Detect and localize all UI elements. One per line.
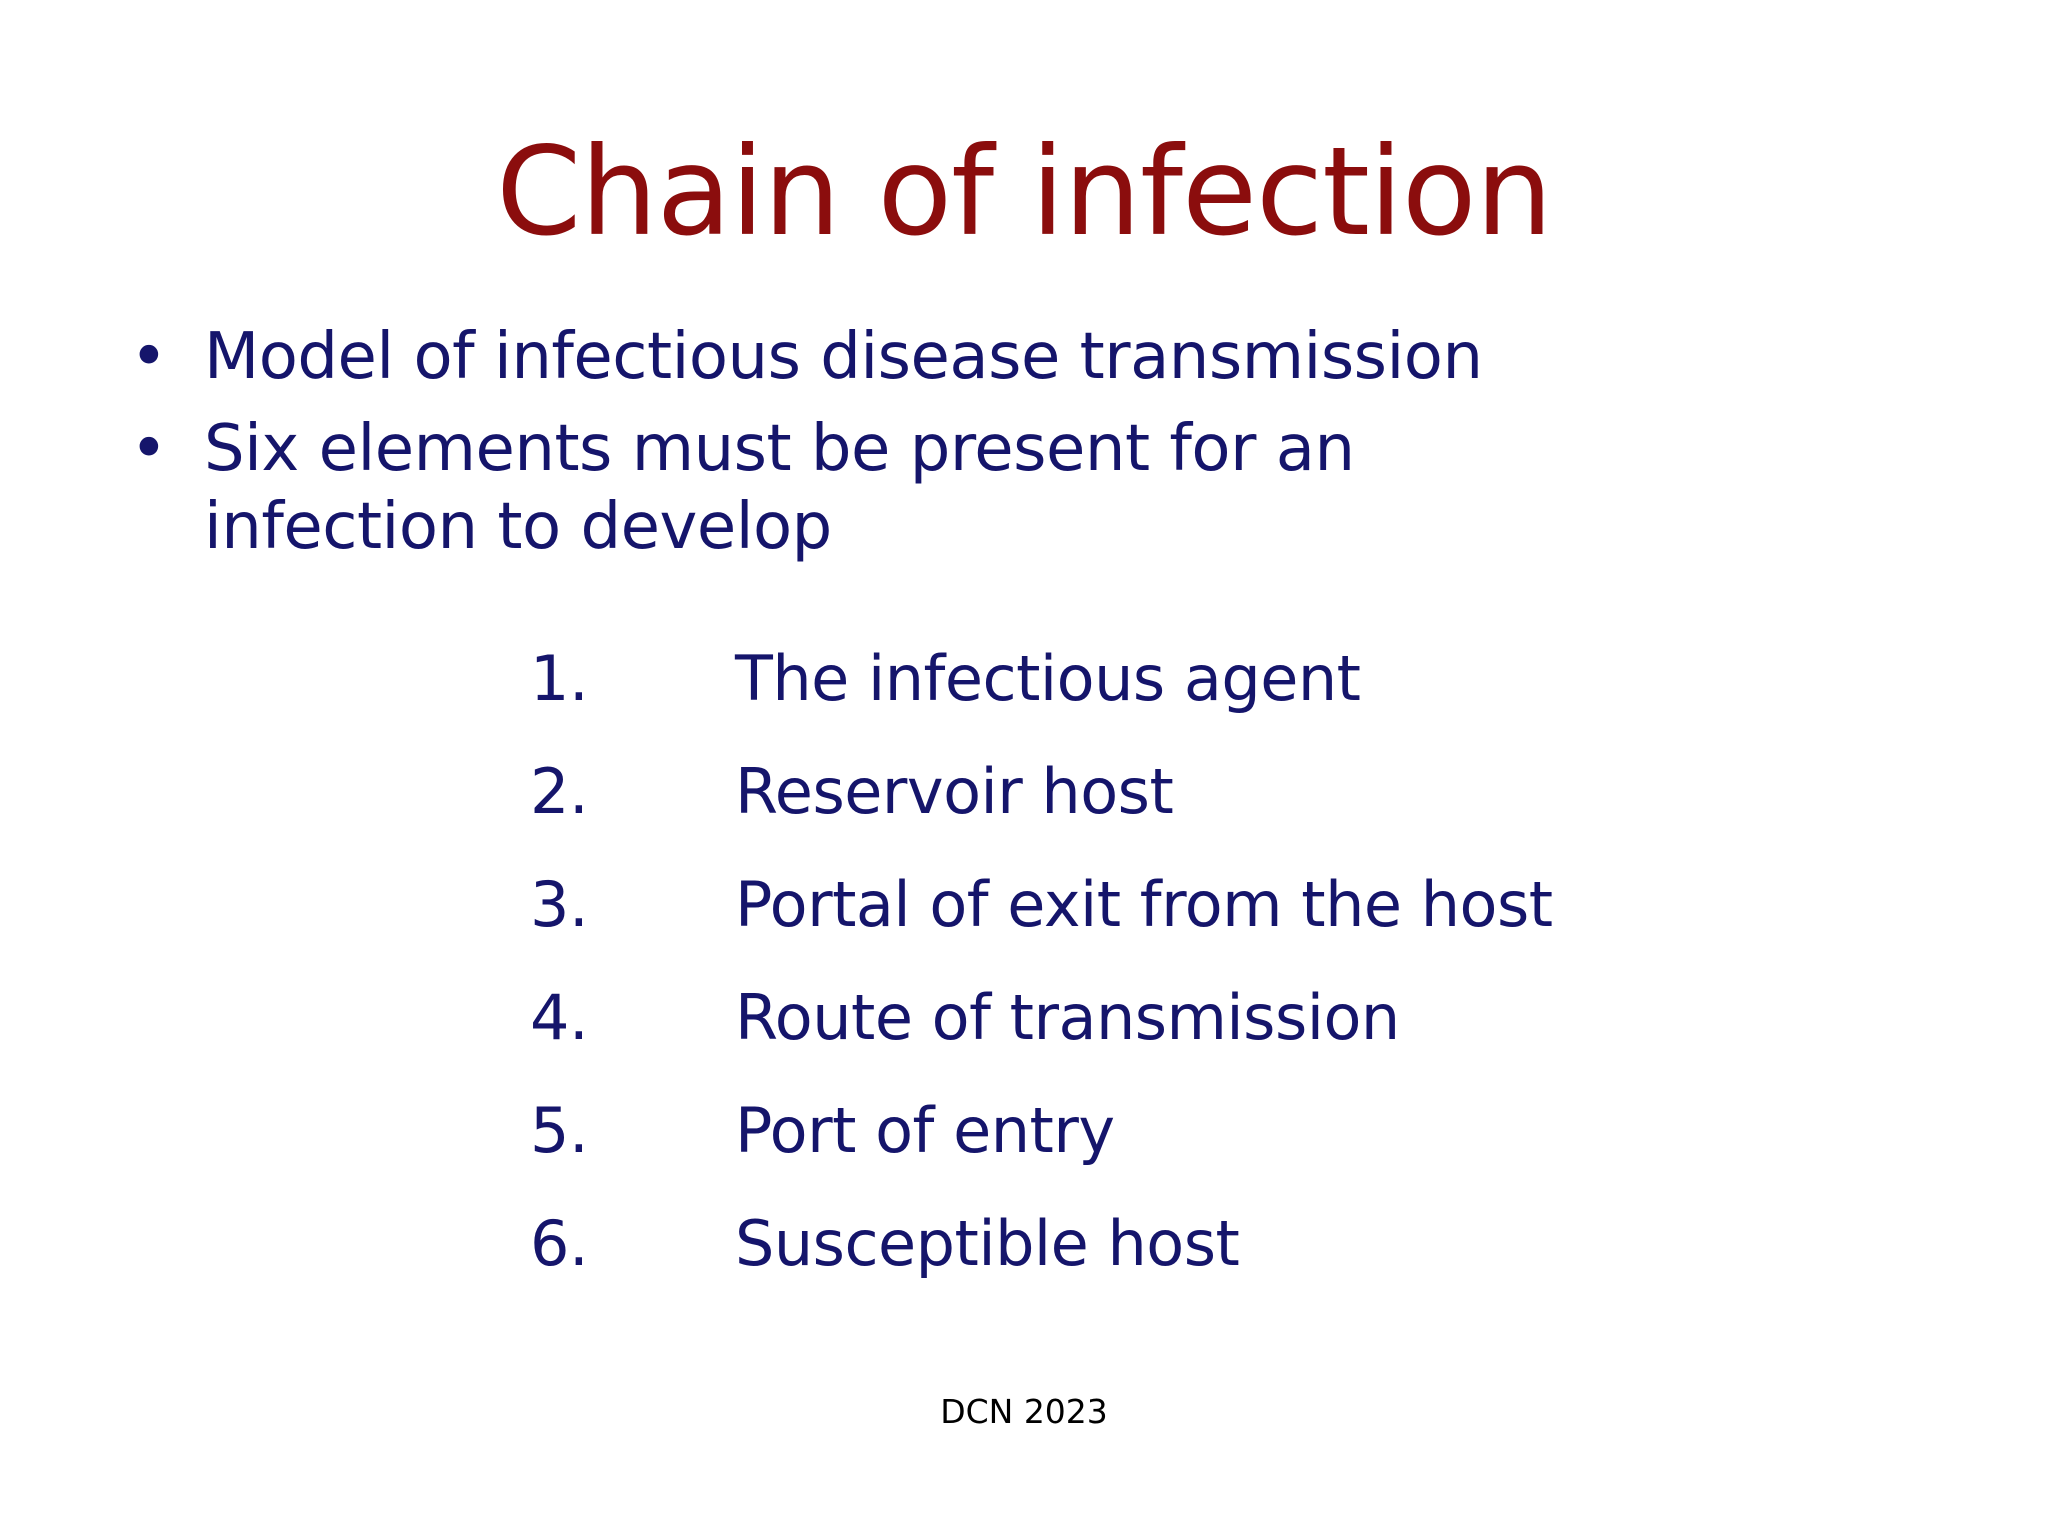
bullet-point-icon: • <box>130 412 168 487</box>
numbered-list-item-label: Port of entry <box>735 1094 1115 1167</box>
numbered-list-item-label: Route of transmission <box>735 981 1400 1054</box>
numbered-list-item: 6. Susceptible host <box>530 1213 2030 1326</box>
numbered-list-item-label: Susceptible host <box>735 1207 1240 1280</box>
bullet-list: • Model of infectious disease transmissi… <box>108 318 1938 580</box>
numbered-list-item-label: Reservoir host <box>735 755 1174 828</box>
slide-footer: DCN 2023 <box>940 1392 1108 1431</box>
numbered-list-item-index: 4. <box>530 981 589 1054</box>
numbered-list-item: 4. Route of transmission <box>530 987 2030 1100</box>
numbered-list-item: 5. Port of entry <box>530 1100 2030 1213</box>
numbered-list-item-index: 6. <box>530 1207 589 1280</box>
numbered-list-item-index: 2. <box>530 755 589 828</box>
numbered-list-item-label: Portal of exit from the host <box>735 868 1553 941</box>
bullet-item-text: Model of infectious disease transmission <box>204 320 1483 394</box>
numbered-list-item-label: The infectious agent <box>735 642 1361 715</box>
bullet-point-icon: • <box>130 320 168 394</box>
numbered-list-item: 2. Reservoir host <box>530 761 2030 874</box>
numbered-list-item-index: 1. <box>530 642 589 715</box>
numbered-list-item-index: 3. <box>530 868 589 941</box>
slide-title: Chain of infection <box>496 121 1553 263</box>
numbered-list-item-index: 5. <box>530 1094 589 1167</box>
bullet-item-text: Six elements must be present for an infe… <box>204 412 1355 565</box>
numbered-list: 1. The infectious agent 2. Reservoir hos… <box>530 648 2030 1326</box>
numbered-list-item: 1. The infectious agent <box>530 648 2030 761</box>
numbered-list-item: 3. Portal of exit from the host <box>530 874 2030 987</box>
bullet-item: • Model of infectious disease transmissi… <box>108 318 1938 396</box>
bullet-item: • Six elements must be present for an in… <box>108 410 1938 566</box>
